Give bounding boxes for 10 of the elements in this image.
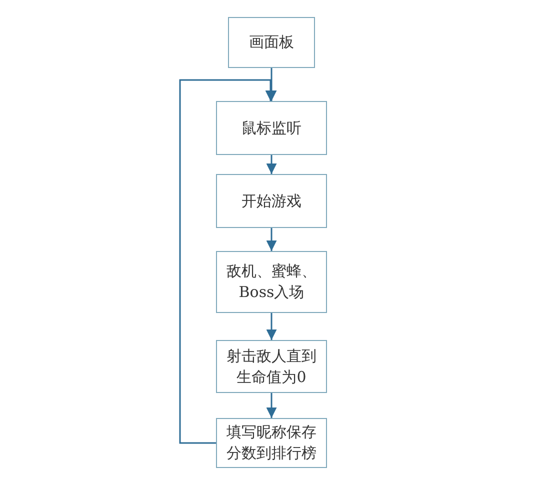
process-box: 开始游戏 — [216, 174, 327, 228]
process-box: 填写昵称保存分数到排行榜 — [216, 418, 327, 468]
process-box: 射击敌人直到生命值为0 — [216, 340, 327, 393]
process-box: 画面板 — [228, 17, 315, 68]
arrow — [266, 155, 277, 174]
process-box: 敌机、蜜蜂、Boss入场 — [216, 251, 327, 313]
arrow — [266, 313, 277, 340]
process-box: 鼠标监听 — [216, 101, 327, 155]
arrow — [266, 228, 277, 251]
arrow — [266, 393, 277, 418]
